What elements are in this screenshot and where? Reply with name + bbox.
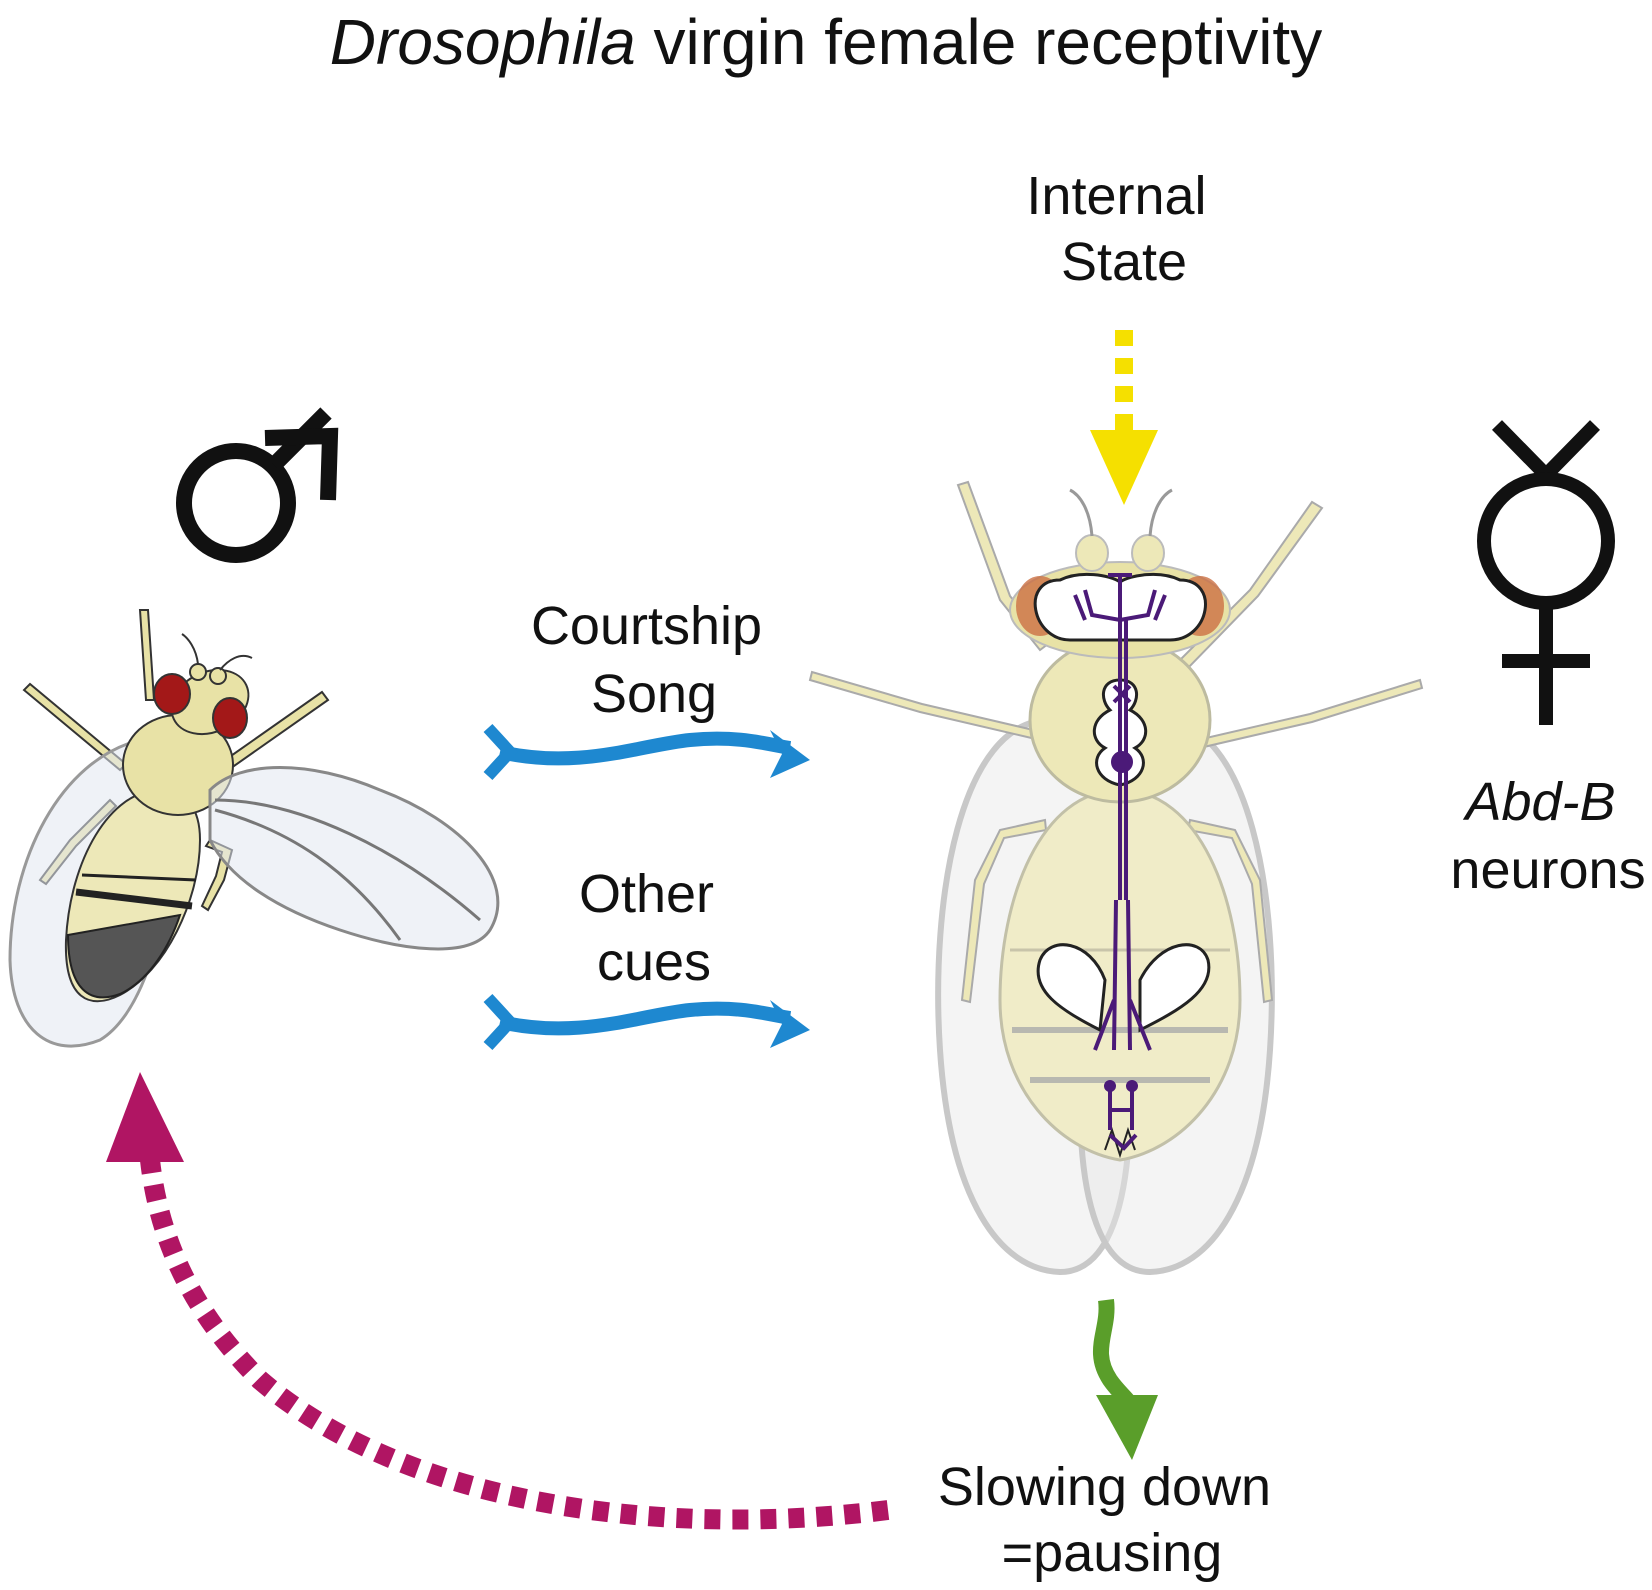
male-fly-abdomen-tip: [66, 913, 182, 999]
title-rest: virgin female receptivity: [654, 6, 1323, 78]
slowing-down-arrow: [1093, 1298, 1158, 1460]
female-fly-left-ovary: [1036, 943, 1107, 1033]
feedback-arrow: [106, 1072, 890, 1530]
male-fly-illustration: [8, 609, 500, 1048]
other-cues-label: Other cues: [579, 864, 729, 992]
abd-b-neurons-label: Abd-B neurons: [1450, 772, 1645, 900]
abd-b-neuron-projections: [1073, 573, 1167, 1151]
courtship-song-label: Courtship Song: [531, 596, 777, 724]
male-fly-right-eye: [212, 697, 248, 739]
male-symbol-icon: [176, 407, 339, 563]
page-title: Drosophila virgin female receptivity: [330, 6, 1322, 78]
courtship-song-arrow: [483, 723, 810, 781]
male-fly-right-wing: [208, 766, 500, 951]
female-fly-right-ovary: [1138, 943, 1211, 1033]
virgin-female-symbol-icon: [1477, 420, 1615, 725]
female-fly-abdomen: [998, 788, 1242, 1162]
internal-state-arrow: [1090, 330, 1158, 505]
internal-state-label: Internal State: [1026, 166, 1221, 292]
other-cues-arrow: [483, 993, 810, 1051]
title-italic: Drosophila: [330, 6, 636, 78]
female-fly-illustration: [808, 480, 1424, 1276]
slowing-down-label: Slowing down =pausing: [938, 1457, 1286, 1583]
male-fly-left-eye: [153, 673, 191, 715]
